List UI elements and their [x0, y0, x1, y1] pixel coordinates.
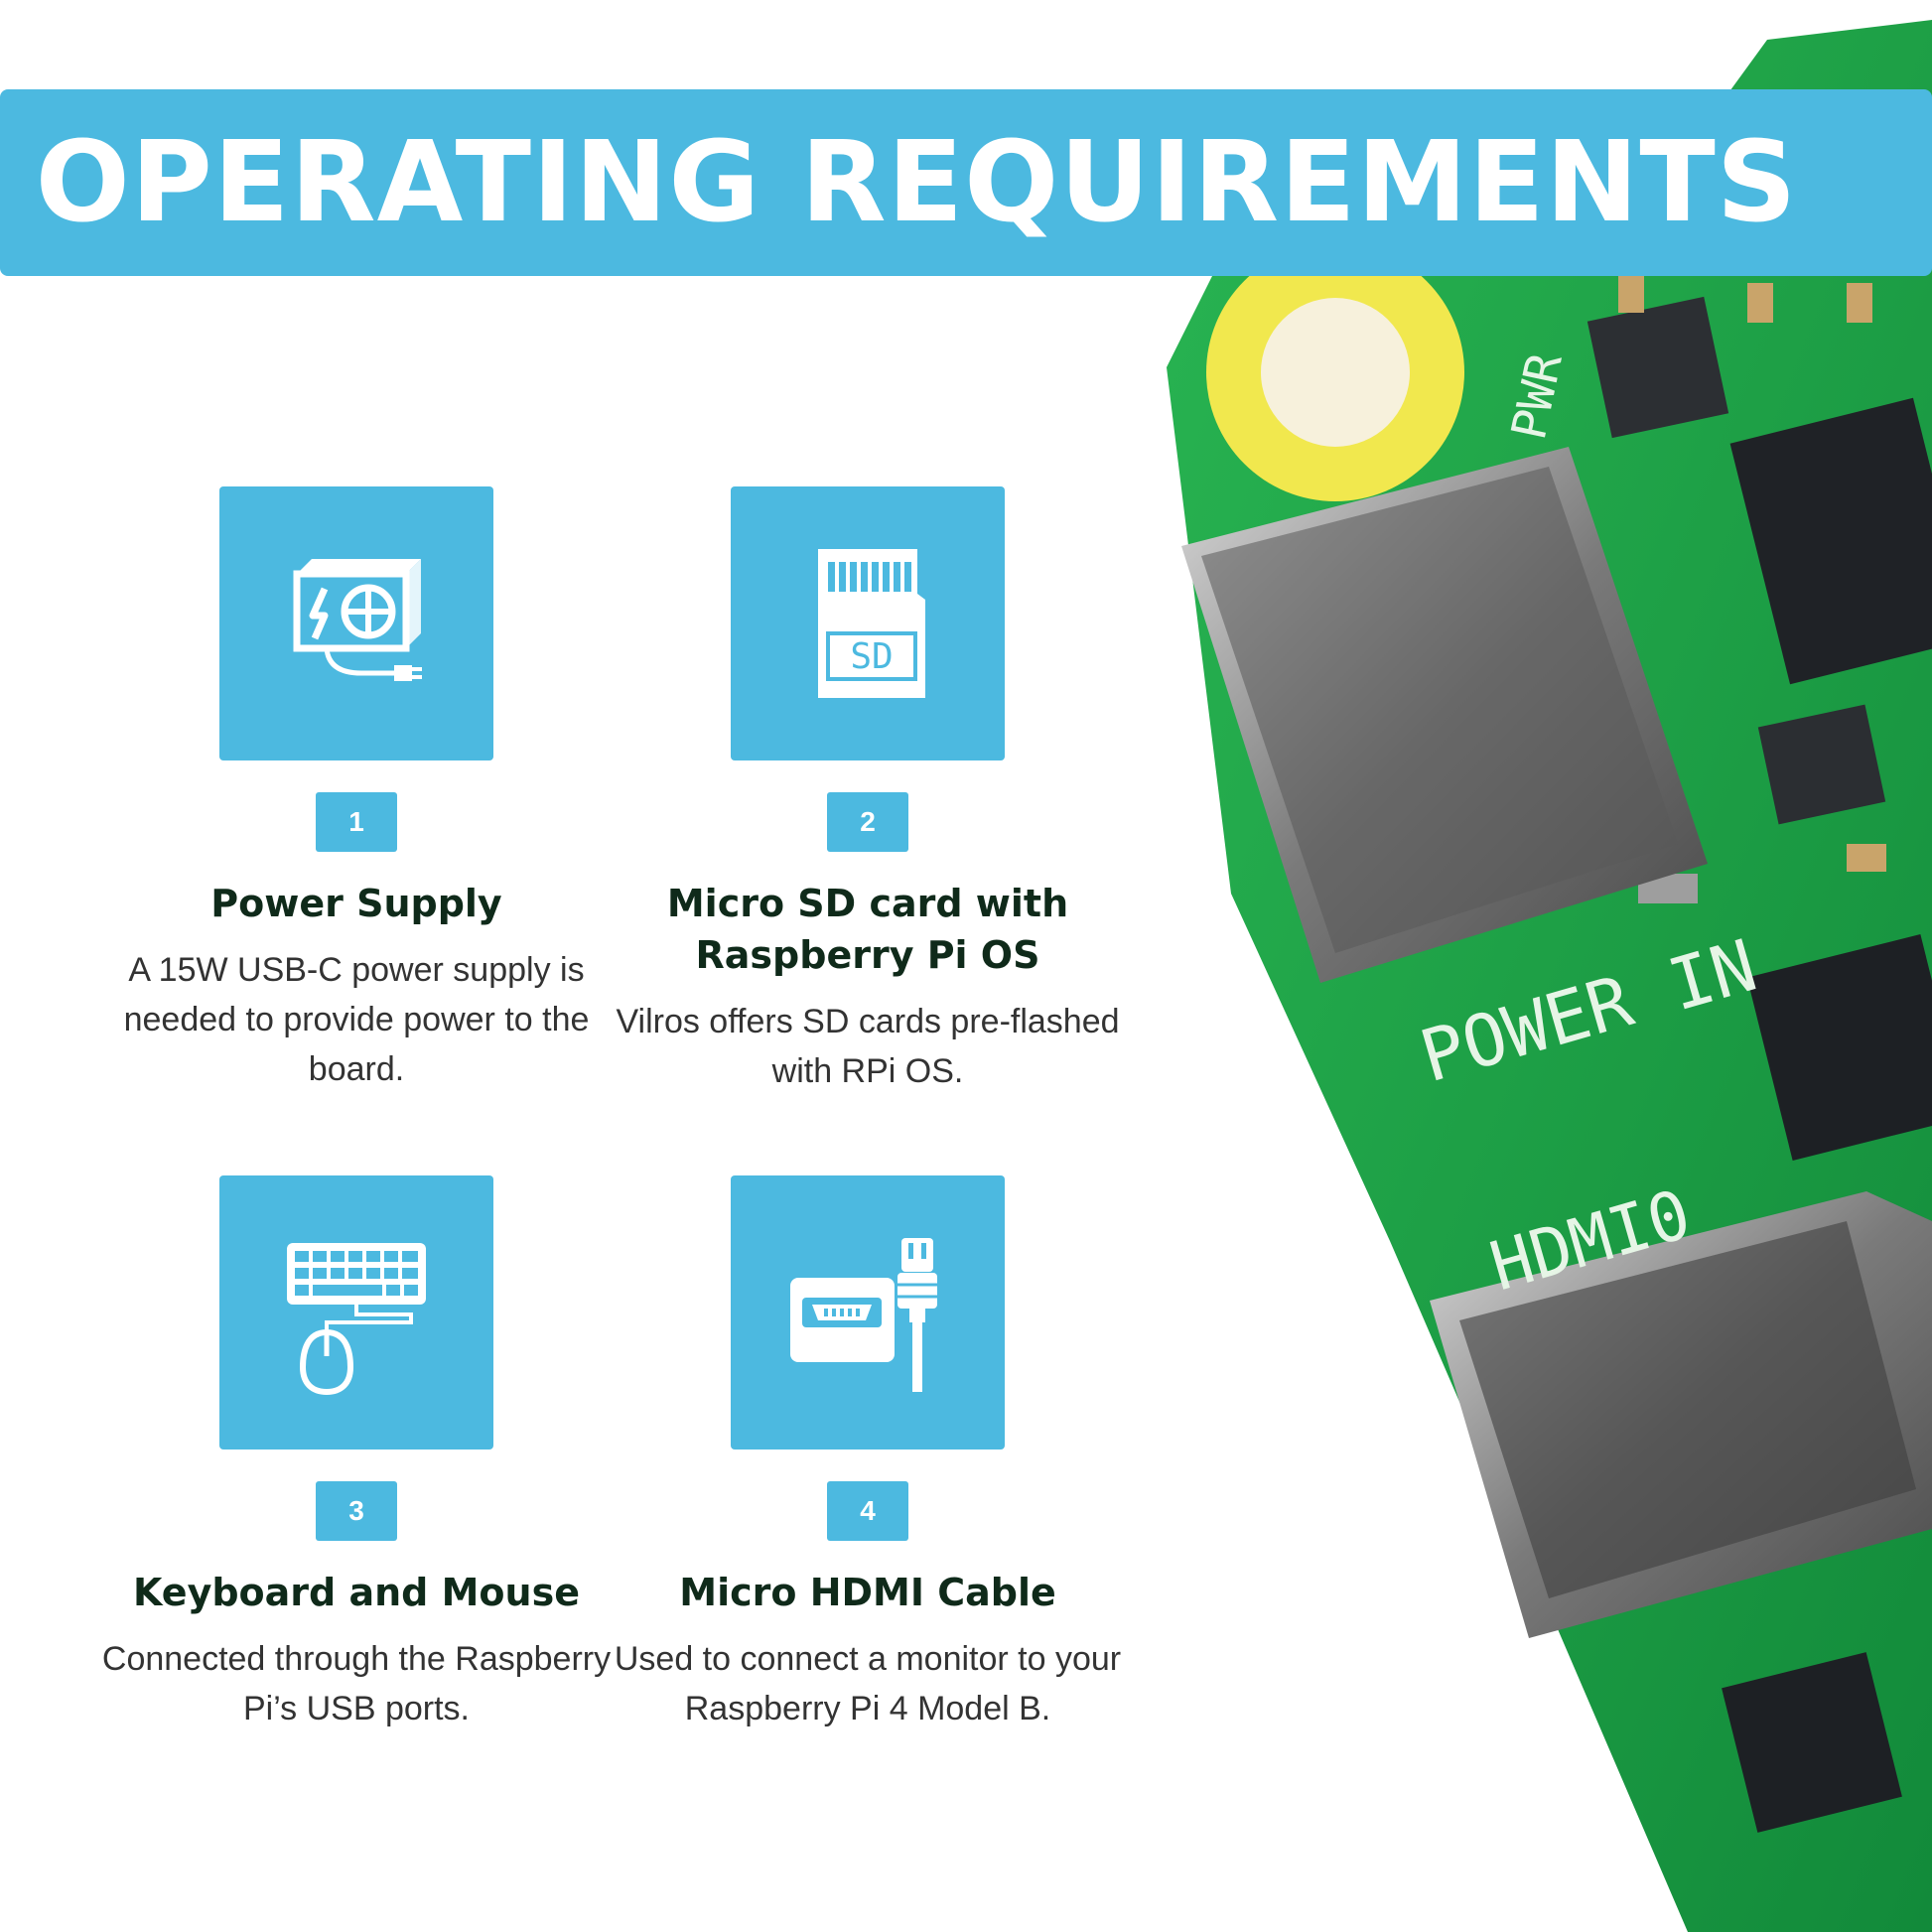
keyboard-mouse-icon	[287, 1243, 426, 1396]
requirement-title: Keyboard and Mouse	[133, 1571, 580, 1614]
requirement-card-hdmi-cable: 4 Micro HDMI Cable Used to connect a mon…	[590, 1175, 1146, 1733]
requirement-title: Micro HDMI Cable	[679, 1571, 1056, 1614]
icon-tile	[731, 1175, 1005, 1449]
requirement-title: Micro SD card with Raspberry Pi OS	[666, 882, 1069, 977]
step-number-badge: 4	[827, 1481, 908, 1541]
power-supply-icon	[293, 559, 422, 681]
requirement-description: Connected through the Raspberry Pi’s USB…	[101, 1640, 612, 1727]
requirement-card-power-supply: 1 Power Supply A 15W USB-C power supply …	[78, 486, 634, 1094]
requirement-description: A 15W USB-C power supply is needed to pr…	[123, 951, 590, 1088]
icon-tile: SD	[731, 486, 1005, 760]
icon-tile	[219, 1175, 493, 1449]
page-title: OPERATING REQUIREMENTS	[35, 118, 1798, 247]
sd-card-icon: SD	[818, 549, 925, 698]
requirement-description: Used to connect a monitor to your Raspbe…	[614, 1640, 1122, 1727]
sd-card-label: SD	[850, 636, 893, 677]
hdmi-cable-icon	[790, 1238, 937, 1392]
requirement-card-keyboard-mouse: 3 Keyboard and Mouse Connected through t…	[78, 1175, 634, 1733]
requirement-title: Power Supply	[210, 882, 502, 925]
step-number-badge: 2	[827, 792, 908, 852]
step-number-badge: 3	[316, 1481, 397, 1541]
step-number-badge: 1	[316, 792, 397, 852]
header-banner: OPERATING REQUIREMENTS	[0, 89, 1932, 276]
icon-tile	[219, 486, 493, 760]
requirement-card-sd-card: SD 2 Micro SD card with Raspberry Pi OS …	[590, 486, 1146, 1096]
requirement-description: Vilros offers SD cards pre-flashed with …	[616, 1003, 1120, 1090]
